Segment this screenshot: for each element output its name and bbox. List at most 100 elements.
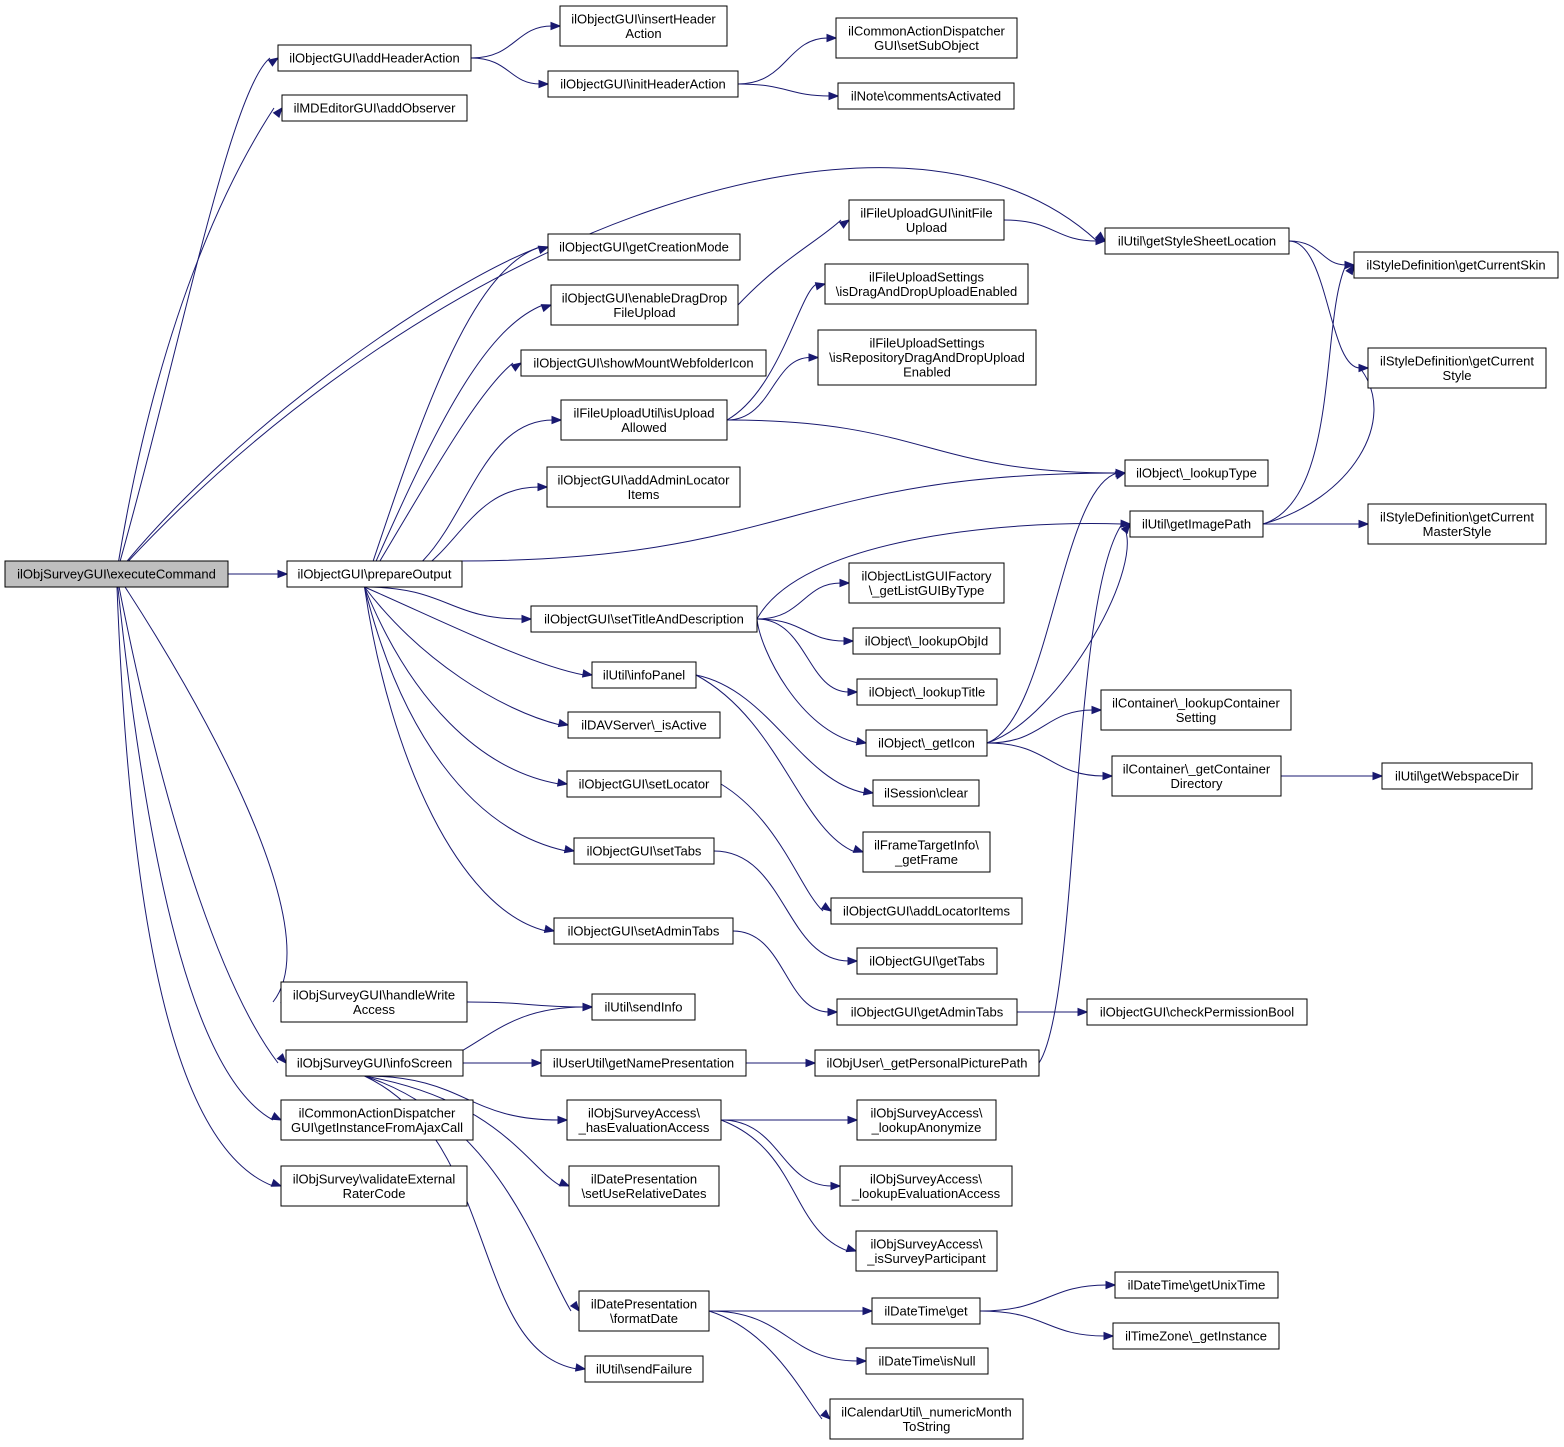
node-dtIsNull[interactable]: ilDateTime\isNull [865,1347,989,1375]
node-getInstanceFromAjaxCall[interactable]: ilCommonActionDispatcherGUI\getInstanceF… [280,1099,474,1141]
node-getListGUIByType[interactable]: ilObjectListGUIFactory\_getListGUIByType [848,562,1005,604]
node-checkPermissionBool[interactable]: ilObjectGUI\checkPermissionBool [1086,998,1308,1026]
node-lookupTitle[interactable]: ilObject\_lookupTitle [856,678,998,706]
node-infoPanel[interactable]: ilUtil\infoPanel [591,661,697,689]
node-getIcon[interactable]: ilObject\_getIcon [865,729,988,757]
node-hasEvaluationAccess[interactable]: ilObjSurveyAccess\_hasEvaluationAccess [566,1099,722,1141]
node-setLocator[interactable]: ilObjectGUI\setLocator [566,770,722,798]
node-formatDate[interactable]: ilDatePresentation\formatDate [578,1290,710,1332]
node-getStyleSheetLocation[interactable]: ilUtil\getStyleSheetLocation [1104,227,1290,255]
edge-line [756,523,1123,620]
node-setUseRelativeDates[interactable]: ilDatePresentation\setUseRelativeDates [568,1165,720,1207]
edge-setTitleAndDescription-to-getListGUIByType [756,578,851,620]
edge-infoScreen-to-hasEvaluationAccess [364,1075,569,1125]
node-getFrame[interactable]: ilFrameTargetInfo\_getFrame [862,831,991,873]
node-addLocatorItems[interactable]: ilObjectGUI\addLocatorItems [830,897,1023,925]
node-showMountWebfolderIcon[interactable]: ilObjectGUI\showMountWebfolderIcon [520,349,767,377]
arrowhead [543,924,556,934]
arrowhead [814,282,827,291]
node-isDragAndDropUploadEnabled[interactable]: ilFileUploadSettings\isDragAndDropUpload… [824,263,1029,305]
edge-initHeaderAction-to-commentsActivated [737,83,840,101]
edge-setAdminTabs-to-getAdminTabs [732,930,839,1017]
node-setTitleAndDescription[interactable]: ilObjectGUI\setTitleAndDescription [530,605,758,633]
edge-isUploadAllowed-to-isDragAndDropUploadEnabled [726,282,827,421]
edge-handleWriteAccess-to-sendInfo [466,1001,594,1012]
node-addHeaderAction[interactable]: ilObjectGUI\addHeaderAction [277,44,472,72]
node-label: Upload [906,220,947,235]
arrowhead [808,353,820,362]
node-label: GUI\getInstanceFromAjaxCall [291,1120,463,1135]
node-box [559,5,728,47]
node-getInstance[interactable]: ilTimeZone\_getInstance [1112,1322,1280,1350]
edge-line [756,618,846,642]
node-lookupEvaluationAccess[interactable]: ilObjSurveyAccess\_lookupEvaluationAcces… [839,1165,1013,1207]
node-dtGet[interactable]: ilDateTime\get [871,1297,981,1325]
node-prepareOutput[interactable]: ilObjectGUI\prepareOutput [286,560,463,588]
edge-line [364,246,541,588]
node-setTabs[interactable]: ilObjectGUI\setTabs [573,837,715,865]
node-isSurveyParticipant[interactable]: ilObjSurveyAccess\_isSurveyParticipant [855,1230,998,1272]
node-getTabs[interactable]: ilObjectGUI\getTabs [856,947,998,975]
arrowhead [827,1007,839,1017]
node-label: ilUtil\getImagePath [1142,517,1251,532]
edge-line [732,930,830,1013]
edge-infoPanel-to-getFrame [695,674,865,853]
node-sendInfo[interactable]: ilUtil\sendInfo [591,993,696,1021]
node-getNamePresentation[interactable]: ilUserUtil\getNamePresentation [540,1049,747,1077]
node-lookupAnonymize[interactable]: ilObjSurveyAccess\_lookupAnonymize [856,1099,997,1141]
edge-line [1288,240,1347,266]
edge-line [979,1284,1108,1312]
node-label: ilUtil\sendInfo [604,1000,682,1015]
node-getCreationMode[interactable]: ilObjectGUI\getCreationMode [547,233,741,261]
edge-getIcon-to-lookupType [986,471,1127,744]
node-box [280,1165,468,1207]
node-getImagePath[interactable]: ilUtil\getImagePath [1129,510,1264,538]
node-setAdminTabs[interactable]: ilObjectGUI\setAdminTabs [553,917,734,945]
node-lookupType[interactable]: ilObject\_lookupType [1124,459,1269,487]
node-getCurrentSkin[interactable]: ilStyleDefinition\getCurrentSkin [1353,251,1559,279]
node-getAdminTabs[interactable]: ilObjectGUI\getAdminTabs [836,998,1018,1026]
node-executeCommand[interactable]: ilObjSurveyGUI\executeCommand [4,560,229,588]
node-commentsActivated[interactable]: ilNote\commentsActivated [837,82,1015,110]
edge-line [1003,219,1098,242]
node-sendFailure[interactable]: ilUtil\sendFailure [584,1355,704,1383]
node-box [280,981,468,1023]
node-lookupObjId[interactable]: ilObject\_lookupObjId [852,627,1001,655]
arrowhead [839,578,851,588]
node-getWebspaceDir[interactable]: ilUtil\getWebspaceDir [1381,762,1533,790]
node-label: ilObjSurveyAccess\ [588,1105,700,1120]
node-box [591,661,697,689]
edge-line [737,83,831,97]
edge-line [726,357,811,421]
node-label: ilDatePresentation [591,1171,697,1186]
node-isActive[interactable]: ilDAVServer\_isActive [567,711,721,739]
edge-setTabs-to-getTabs [713,850,859,966]
edge-line [708,1310,859,1362]
arrowhead [537,482,549,492]
edge-line [986,742,1105,777]
node-addObserver[interactable]: ilMDEditorGUI\addObserver [281,94,468,122]
node-getPersonalPicturePath[interactable]: ilObjUser\_getPersonalPicturePath [814,1049,1040,1077]
node-clear[interactable]: ilSession\clear [872,779,980,807]
node-infoScreen[interactable]: ilObjSurveyGUI\infoScreen [285,1049,464,1077]
edge-hasEvaluationAccess-to-lookupEvaluationAccess [720,1119,842,1191]
edge-infoScreen-to-getNamePresentation [463,1058,543,1068]
node-getUnixTime[interactable]: ilDateTime\getUnixTime [1114,1271,1279,1299]
node-initHeaderAction[interactable]: ilObjectGUI\initHeaderAction [547,70,739,98]
edge-line [364,1075,572,1312]
node-isRepositoryDragAndDropUploadEnabled[interactable]: ilFileUploadSettings\isRepositoryDragAnd… [817,329,1037,386]
node-label: ilObjSurveyGUI\infoScreen [297,1056,452,1071]
